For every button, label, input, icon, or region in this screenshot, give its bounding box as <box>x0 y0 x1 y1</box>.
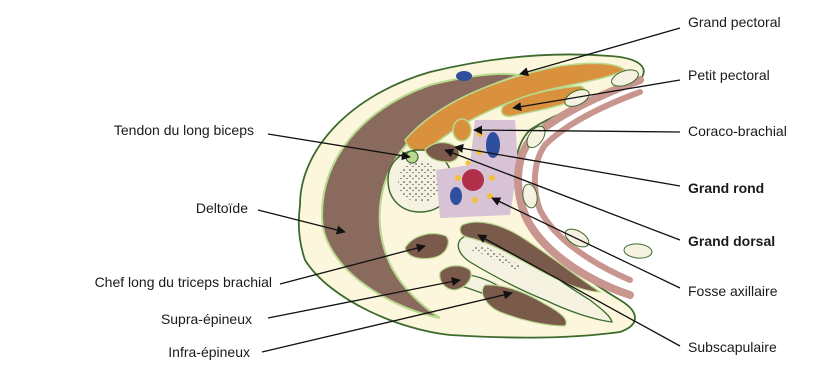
label-petit-pectoral: Petit pectoral <box>688 67 770 83</box>
label-subscapulaire: Subscapulaire <box>688 339 777 355</box>
axillary-vein-lower <box>450 187 462 205</box>
label-chef-long-triceps: Chef long du triceps brachial <box>95 274 272 290</box>
label-fosse-axillaire: Fosse axillaire <box>688 283 778 299</box>
humerus-marrow <box>398 162 442 202</box>
label-grand-dorsal: Grand dorsal <box>688 233 775 249</box>
label-grand-rond: Grand rond <box>688 180 764 196</box>
axillary-artery <box>462 169 484 191</box>
cephalic-vein <box>456 71 472 81</box>
shoulder-cross-section <box>299 54 653 337</box>
label-tendon-long-biceps: Tendon du long biceps <box>114 122 254 138</box>
label-supra-epineux: Supra-épineux <box>161 311 252 327</box>
coraco-brachial-muscle <box>453 119 471 141</box>
label-infra-epineux: Infra-épineux <box>168 344 250 360</box>
label-coraco-brachial: Coraco-brachial <box>688 123 787 139</box>
label-grand-pectoral: Grand pectoral <box>688 14 781 30</box>
label-deltoide: Deltoïde <box>196 200 248 216</box>
